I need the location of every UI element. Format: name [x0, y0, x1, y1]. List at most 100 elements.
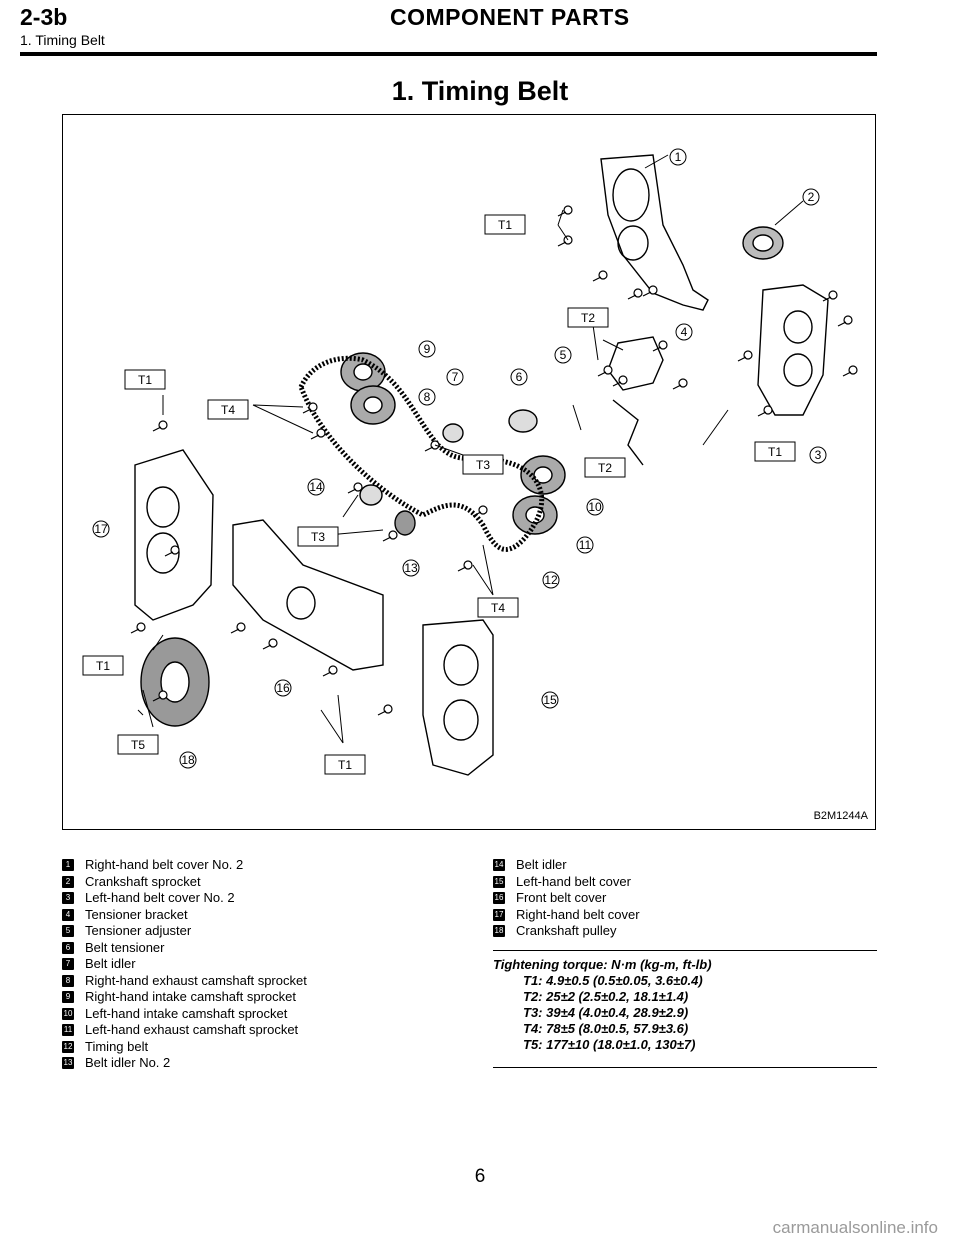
part-number-callout: 8 [418, 388, 436, 406]
legend-number-badge: 5 [62, 925, 74, 938]
front-belt-cover-shape [232, 519, 384, 671]
legend-item-18: 18 Crankshaft pulley [493, 923, 640, 940]
legend-text: Left-hand belt cover No. 2 [85, 890, 235, 905]
bolt-icon [842, 365, 858, 377]
bolt-icon [592, 270, 608, 282]
torque-tag-label: T1 [498, 218, 512, 232]
legend-text: Belt idler [516, 857, 567, 872]
torque-tag: T4 [477, 597, 519, 618]
legend-text: Belt idler No. 2 [85, 1055, 171, 1070]
bolt-icon [837, 315, 853, 327]
crankshaft-sprocket-shape [742, 226, 784, 260]
bolt-icon [642, 285, 658, 297]
part-number-callout: 11 [576, 536, 594, 554]
legend-number-badge: 13 [62, 1057, 74, 1070]
bolt-icon [382, 530, 398, 542]
torque-tag-label: T1 [96, 659, 110, 673]
bolt-icon [457, 560, 473, 572]
bolt-icon [627, 288, 643, 300]
part-number-callout: 2 [802, 188, 820, 206]
torque-tag-label: T4 [491, 601, 505, 615]
legend-number-badge: 12 [62, 1040, 74, 1053]
part-number-label: 7 [452, 370, 459, 384]
bolt-icon [557, 235, 573, 247]
part-number-callout: 17 [92, 520, 110, 538]
part-number-label: 14 [309, 480, 323, 494]
legend-text: Belt idler [85, 956, 136, 971]
bolt-icon [612, 375, 628, 387]
part-number-callout: 4 [675, 323, 693, 341]
part-number-label: 8 [424, 390, 431, 404]
legend-text: Right-hand belt cover [516, 906, 640, 922]
legend-text: Left-hand exhaust camshaft sprocket [85, 1022, 299, 1037]
page-number: 6 [474, 1166, 486, 1187]
part-number-callout: 13 [402, 559, 420, 577]
torque-tag: T1 [754, 441, 796, 462]
part-number-label: 10 [588, 500, 602, 514]
bolt-icon [672, 378, 688, 390]
legend-text: Tensioner bracket [85, 906, 188, 922]
bolt-icon [822, 290, 838, 302]
part-number-callout: 16 [274, 679, 292, 697]
legend-text: Front belt cover [516, 890, 607, 905]
bolt-icon [597, 365, 613, 377]
legend-item-13: 13 Belt idler No. 2 [62, 1055, 307, 1072]
bolt-icon [652, 340, 668, 352]
bolt-icon [757, 405, 773, 417]
part-number-callout: 7 [446, 368, 464, 386]
legend-number-badge: 8 [62, 974, 74, 987]
belt-tensioner-shape [508, 409, 538, 433]
bolt-icon [322, 665, 338, 677]
torque-tag-label: T3 [311, 530, 325, 544]
legend-number-badge: 1 [62, 859, 74, 872]
watermark: carmanualsonline.info [772, 1218, 938, 1237]
legend-text: Crankshaft pulley [516, 923, 617, 938]
legend-number-badge: 17 [493, 908, 505, 921]
torque-line-t5: T5: 177±10 (18.0±1.0, 130±7) [523, 1037, 696, 1052]
legend-item-14: 14 Belt idler [493, 857, 640, 874]
torque-line-t4: T4: 78±5 (8.0±0.5, 57.9±3.6) [523, 1021, 689, 1036]
bolt-icon [262, 638, 278, 650]
tensioner-bracket-shape [607, 336, 664, 391]
torque-heading: Tightening torque: N·m (kg-m, ft-lb) [493, 957, 712, 972]
rh-belt-cover-shape [134, 449, 214, 621]
part-number-label: 5 [560, 348, 567, 362]
torque-tag-label: T1 [138, 373, 152, 387]
legend-text: Timing belt [85, 1038, 149, 1054]
part-number-label: 13 [404, 561, 418, 575]
bolt-icon [557, 205, 573, 217]
header-rule [20, 52, 877, 56]
part-number-label: 6 [516, 370, 523, 384]
part-number-label: 12 [544, 573, 558, 587]
bolt-icon [377, 704, 393, 716]
part-number-label: 4 [681, 325, 688, 339]
torque-tag: T5 [117, 734, 159, 755]
part-number-callout: 1 [669, 148, 687, 166]
legend-text: Left-hand intake camshaft sprocket [85, 1005, 288, 1021]
torque-tag-label: T4 [221, 403, 235, 417]
legend-text: Belt tensioner [85, 939, 165, 955]
crankshaft-pulley-shape [140, 637, 210, 727]
torque-tag-label: T3 [476, 458, 490, 472]
section-number: 2-3b [20, 4, 68, 30]
lh-camshaft-sprockets-shape [512, 455, 566, 535]
torque-tag: T2 [567, 307, 609, 328]
legend-number-badge: 9 [62, 991, 74, 1004]
legend-text: Left-hand belt cover [516, 873, 631, 889]
torque-line-t3: T3: 39±4 (4.0±0.4, 28.9±2.9) [523, 1005, 689, 1020]
legend-number-badge: 16 [493, 892, 505, 905]
legend-number-badge: 7 [62, 958, 74, 971]
legend-number-badge: 14 [493, 859, 505, 872]
legend-text: Right-hand intake camshaft sprocket [85, 989, 296, 1004]
bolt-icon [472, 505, 488, 517]
torque-tag: T1 [484, 214, 526, 235]
legend-number-badge: 18 [493, 925, 505, 938]
